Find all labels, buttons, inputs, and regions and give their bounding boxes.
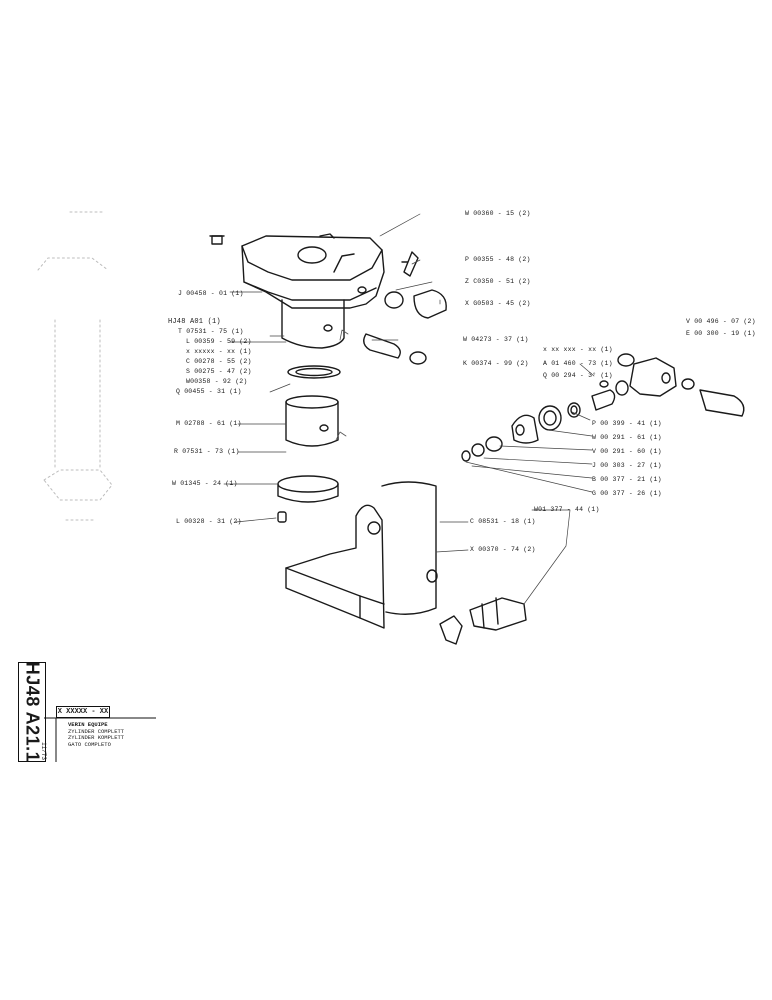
description-es: GATO COMPLETO [68, 740, 111, 748]
part-label: J 00 303 - 27 (1) [592, 462, 662, 469]
part-label: C 08531 - 18 (1) [470, 518, 536, 525]
angle-marks [335, 329, 349, 441]
cylinder-body [285, 481, 438, 629]
part-label: P 00355 - 48 (2) [465, 256, 531, 263]
part-label: X 00370 - 74 (2) [470, 546, 536, 553]
part-label: J 00458 - 01 (1) [178, 290, 244, 297]
part-label: C 00278 - 55 (2) [186, 358, 252, 365]
part-label: B 00 377 - 21 (1) [592, 476, 662, 483]
part-label: M 02788 - 61 (1) [176, 420, 242, 427]
part-label: W 00 291 - 61 (1) [592, 434, 662, 441]
part-label: V 00 291 - 60 (1) [592, 448, 662, 455]
part-label: x xxxxx - xx (1) [186, 348, 252, 355]
drawing-reference-box: HJ48 A21.1 [18, 662, 46, 762]
revision-date: 11/73 [40, 742, 47, 761]
valve-stem [591, 380, 616, 411]
part-label: V 00 496 - 07 (2) [686, 318, 756, 325]
pin-plug [384, 289, 447, 319]
part-label: L 00328 - 31 (2) [176, 518, 242, 525]
part-label: T 07531 - 75 (1) [178, 328, 244, 335]
part-code-box: X XXXXX - XX [56, 706, 110, 718]
part-label: S 00275 - 47 (2) [186, 368, 252, 375]
small-screw [277, 511, 287, 523]
part-label: Z C0350 - 51 (2) [465, 278, 531, 285]
part-label: W 04273 - 37 (1) [463, 336, 529, 343]
part-label: G 00 377 - 26 (1) [592, 490, 662, 497]
part-label: X G0503 - 45 (2) [465, 300, 531, 307]
hose-fitting [439, 597, 527, 645]
title-block-frame [44, 717, 156, 762]
part-label: W 01345 - 24 (1) [172, 480, 238, 487]
seal-ring [287, 365, 341, 379]
part-label: W01 377 - 44 (1) [534, 506, 600, 513]
description-de-2: ZYLINDER KOMPLETT [68, 734, 125, 741]
background-cylinder [37, 211, 113, 521]
part-label: P 00 399 - 41 (1) [592, 420, 662, 427]
small-nut [209, 235, 225, 245]
roller-pin [363, 333, 427, 365]
part-label: HJ48 A01 (1) [168, 318, 221, 326]
part-label: W00358 - 92 (2) [186, 378, 248, 385]
part-label: R 07531 - 73 (1) [174, 448, 240, 455]
cotter-pin [401, 251, 419, 277]
description-de-1: ZYLINDER COMPLETT [68, 727, 125, 735]
part-label: A 01 460 - 73 (1) [543, 360, 613, 367]
part-label: Q 00455 - 31 (1) [176, 388, 242, 395]
piston-seal [277, 475, 339, 503]
piston [285, 395, 339, 447]
part-label: x xx xxx - xx (1) [543, 346, 613, 353]
part-label: W 00360 - 15 (2) [465, 210, 531, 217]
valve-discs [461, 402, 581, 462]
description-fr: VERIN EQUIPE [68, 721, 108, 728]
valve-block [615, 353, 745, 417]
cylinder-head [241, 233, 385, 349]
part-label: K 00374 - 99 (2) [463, 360, 529, 367]
description-block: VERIN EQUIPE ZYLINDER COMPLETT ZYLINDER … [68, 721, 125, 748]
leader-lines [223, 213, 595, 605]
part-label: Q 00 294 - 3° (1) [543, 372, 613, 379]
part-label: E 00 300 - 19 (1) [686, 330, 756, 337]
part-label: L 00359 - 59 (2) [186, 338, 252, 345]
